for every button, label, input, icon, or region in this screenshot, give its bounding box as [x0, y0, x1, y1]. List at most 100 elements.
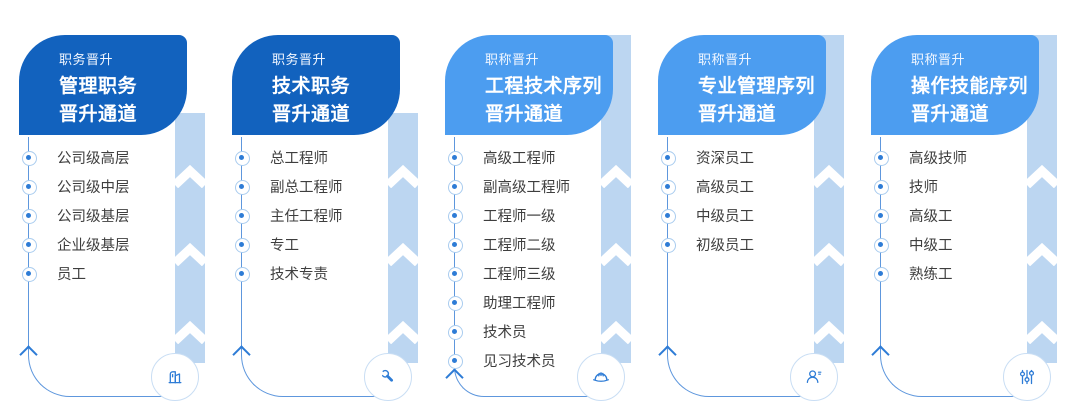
chevron-up-icon: [1027, 320, 1057, 344]
chevron-up-icon: [175, 320, 205, 344]
user-icon: [806, 370, 822, 384]
level-label: 工程师一级: [483, 209, 556, 225]
hardhat-icon: [593, 372, 609, 382]
card-title-line1: 管理职务: [59, 76, 138, 97]
promotion-card-operational-skills: 职称晋升 操作技能序列 晋升通道 高级技师 技师 高级工 中级工 熟练工: [870, 35, 1057, 407]
chevron-up-icon: [388, 242, 418, 266]
card-header: 职务晋升 技术职务 晋升通道: [232, 35, 400, 135]
level-label: 工程师三级: [483, 267, 556, 283]
list-item: 工程师三级: [445, 259, 595, 288]
list-item: 助理工程师: [445, 288, 595, 317]
level-label: 员工: [57, 267, 86, 283]
card-tag: 职称晋升: [485, 52, 540, 67]
icon-badge: [364, 353, 412, 401]
list-item: 熟练工: [871, 259, 1021, 288]
chevron-up-icon: [175, 242, 205, 266]
card-title-line2: 晋升通道: [272, 104, 351, 125]
building-icon: [168, 371, 182, 384]
icon-badge: [151, 353, 199, 401]
promotion-card-engineering: 职称晋升 工程技术序列 晋升通道 高级工程师 副高级工程师 工程师一级 工程师二…: [444, 35, 631, 407]
list-item: 初级员工: [658, 230, 808, 259]
level-label: 公司级高层: [57, 151, 130, 167]
chevron-up-icon: [814, 164, 844, 188]
level-label: 熟练工: [909, 267, 953, 283]
level-label: 技术专责: [270, 267, 328, 283]
list-item: 见习技术员: [445, 346, 595, 375]
card-title-line1: 操作技能序列: [911, 76, 1029, 97]
card-title: 技术职务 晋升通道: [272, 73, 390, 129]
card-title-line2: 晋升通道: [485, 104, 564, 125]
level-list: 高级工程师 副高级工程师 工程师一级 工程师二级 工程师三级 助理工程师 技术员…: [445, 143, 595, 375]
card-tag: 职务晋升: [59, 52, 114, 67]
card-tag: 职务晋升: [272, 52, 327, 67]
level-label: 总工程师: [270, 151, 328, 167]
list-item: 中级工: [871, 230, 1021, 259]
chevron-up-icon: [814, 242, 844, 266]
card-title: 工程技术序列 晋升通道: [485, 73, 603, 129]
level-label: 公司级中层: [57, 180, 130, 196]
list-item: 企业级基层: [19, 230, 169, 259]
card-header: 职称晋升 专业管理序列 晋升通道: [658, 35, 826, 135]
list-item: 高级技师: [871, 143, 1021, 172]
card-header: 职务晋升 管理职务 晋升通道: [19, 35, 187, 135]
chevron-up-icon: [1027, 242, 1057, 266]
card-title-line1: 专业管理序列: [698, 76, 816, 97]
level-label: 中级员工: [696, 209, 754, 225]
icon-badge: [790, 353, 838, 401]
promotion-card-management: 职务晋升 管理职务 晋升通道 公司级高层 公司级中层 公司级基层 企业级基层 员…: [18, 35, 205, 407]
level-label: 高级工: [909, 209, 953, 225]
list-item: 资深员工: [658, 143, 808, 172]
chevron-up-icon: [601, 320, 631, 344]
list-item: 公司级基层: [19, 201, 169, 230]
level-label: 公司级基层: [57, 209, 130, 225]
ribbon-up-arrow-strip: [175, 35, 205, 363]
list-item: 副高级工程师: [445, 172, 595, 201]
list-item: 公司级中层: [19, 172, 169, 201]
card-title-line2: 晋升通道: [59, 104, 138, 125]
list-item: 中级员工: [658, 201, 808, 230]
list-item: 工程师一级: [445, 201, 595, 230]
level-label: 助理工程师: [483, 296, 556, 312]
list-item: 技师: [871, 172, 1021, 201]
level-label: 技师: [909, 180, 938, 196]
level-label: 资深员工: [696, 151, 754, 167]
card-tag: 职称晋升: [911, 52, 966, 67]
card-title-line1: 工程技术序列: [485, 76, 603, 97]
icon-badge: [1003, 353, 1051, 401]
card-title-line1: 技术职务: [272, 76, 351, 97]
card-title-line2: 晋升通道: [911, 104, 990, 125]
list-item: 工程师二级: [445, 230, 595, 259]
list-item: 技术员: [445, 317, 595, 346]
list-item: 副总工程师: [232, 172, 382, 201]
card-title: 专业管理序列 晋升通道: [698, 73, 816, 129]
level-list: 总工程师 副总工程师 主任工程师 专工 技术专责: [232, 143, 382, 288]
card-title: 管理职务 晋升通道: [59, 73, 177, 129]
level-list: 资深员工 高级员工 中级员工 初级员工: [658, 143, 808, 259]
card-tag: 职称晋升: [698, 52, 753, 67]
level-label: 副总工程师: [270, 180, 343, 196]
list-item: 总工程师: [232, 143, 382, 172]
chevron-up-icon: [175, 164, 205, 188]
chevron-up-icon: [1027, 164, 1057, 188]
level-label: 初级员工: [696, 238, 754, 254]
list-item: 主任工程师: [232, 201, 382, 230]
chevron-up-icon: [388, 164, 418, 188]
chevron-up-icon: [814, 320, 844, 344]
level-label: 主任工程师: [270, 209, 343, 225]
list-item: 技术专责: [232, 259, 382, 288]
chevron-up-icon: [601, 164, 631, 188]
level-list: 高级技师 技师 高级工 中级工 熟练工: [871, 143, 1021, 288]
level-list: 公司级高层 公司级中层 公司级基层 企业级基层 员工: [19, 143, 169, 288]
icon-badge: [577, 353, 625, 401]
level-label: 工程师二级: [483, 238, 556, 254]
card-title-line2: 晋升通道: [698, 104, 777, 125]
card-header: 职称晋升 工程技术序列 晋升通道: [445, 35, 613, 135]
chevron-up-icon: [388, 320, 418, 344]
level-label: 专工: [270, 238, 299, 254]
ribbon-up-arrow-strip: [1027, 35, 1057, 363]
card-header: 职称晋升 操作技能序列 晋升通道: [871, 35, 1039, 135]
promotion-card-professional-management: 职称晋升 专业管理序列 晋升通道 资深员工 高级员工 中级员工 初级员工: [657, 35, 844, 407]
path-track-line: [667, 137, 814, 397]
level-label: 高级工程师: [483, 151, 556, 167]
list-item: 高级工: [871, 201, 1021, 230]
